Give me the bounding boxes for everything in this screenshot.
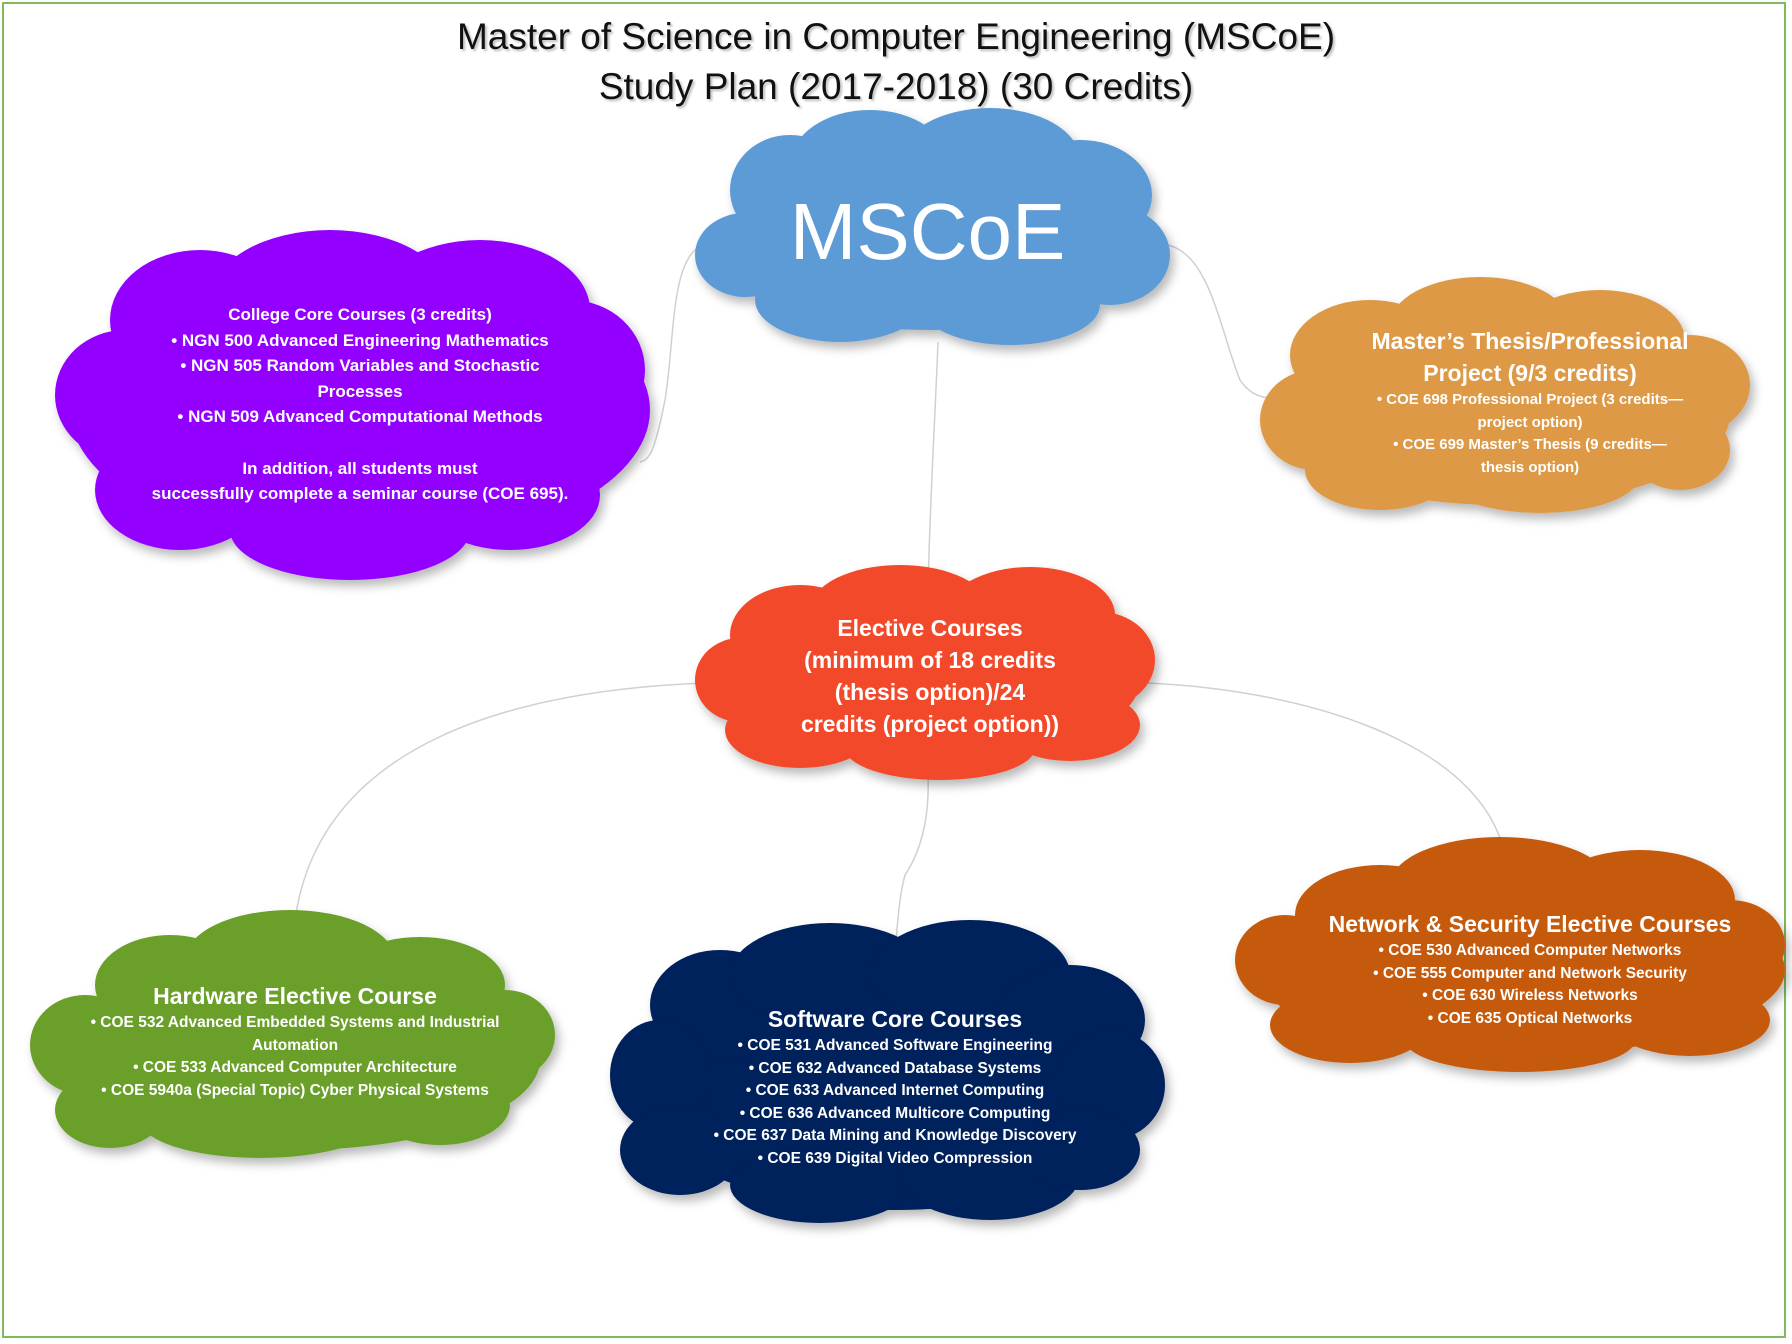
elective-line: credits (project option)) bbox=[800, 711, 1060, 737]
software-cloud bbox=[610, 920, 1165, 1223]
diagram-title-line2: Study Plan (2017-2018) (30 Credits) bbox=[598, 66, 1194, 107]
diagram-title-line1: Master of Science in Computer Engineerin… bbox=[456, 16, 1336, 57]
elective-cloud bbox=[695, 565, 1155, 780]
software-text: Software Core Courses • COE 531 Advanced… bbox=[660, 1003, 1130, 1170]
network-item: • COE 630 Wireless Networks bbox=[1422, 987, 1638, 1004]
software-item: • COE 636 Advanced Multicore Computing bbox=[739, 1104, 1051, 1122]
college-core-spacer bbox=[110, 430, 610, 456]
college-core-item: Processes bbox=[317, 381, 403, 401]
hardware-cloud-shape bbox=[30, 910, 555, 1158]
network-cloud-shape bbox=[1235, 837, 1785, 1072]
network-text: Network & Security Elective Courses • CO… bbox=[1290, 908, 1770, 1030]
thesis-cloud-shape bbox=[1260, 277, 1750, 513]
software-heading: Software Core Courses bbox=[767, 1006, 1023, 1032]
elective-cloud-shape bbox=[695, 565, 1155, 780]
connector-mscoe-elective bbox=[927, 341, 939, 591]
network-cloud bbox=[1235, 837, 1785, 1072]
thesis-item: project option) bbox=[1477, 413, 1583, 431]
network-item: • COE 555 Computer and Network Security bbox=[1373, 964, 1687, 982]
college-core-heading: College Core Courses (3 credits) bbox=[228, 305, 492, 324]
mscoe-cloud-shape bbox=[695, 108, 1170, 345]
connector-mscoe-college bbox=[639, 244, 703, 463]
college-core-cloud-shape bbox=[55, 230, 650, 580]
mscoe-cloud bbox=[695, 108, 1170, 345]
connector-mscoe-thesis bbox=[1167, 244, 1273, 399]
network-heading: Network & Security Elective Courses bbox=[1328, 911, 1732, 937]
thesis-heading-line1: Master’s Thesis/Professional bbox=[1371, 328, 1689, 354]
connector-lines bbox=[294, 244, 1506, 963]
elective-text: Elective Courses (minimum of 18 credits … bbox=[700, 612, 1160, 740]
software-cloud-shape bbox=[610, 920, 1165, 1223]
software-item: • COE 531 Advanced Software Engineering bbox=[737, 1037, 1053, 1054]
connector-elective-network bbox=[1147, 682, 1506, 856]
hardware-item: Automation bbox=[251, 1036, 339, 1054]
hardware-item: • COE 5940a (Special Topic) Cyber Physic… bbox=[101, 1081, 489, 1099]
thesis-item: • COE 699 Master’s Thesis (9 credits— bbox=[1393, 436, 1667, 453]
elective-line: (thesis option)/24 bbox=[834, 679, 1026, 705]
software-item: • COE 632 Advanced Database Systems bbox=[748, 1059, 1042, 1077]
hardware-cloud bbox=[30, 910, 555, 1158]
college-core-item: • NGN 505 Random Variables and Stochasti… bbox=[180, 356, 540, 375]
elective-line: Elective Courses bbox=[837, 615, 1023, 641]
connector-elective-hardware bbox=[294, 682, 706, 921]
college-core-cloud bbox=[55, 230, 650, 580]
network-item: • COE 530 Advanced Computer Networks bbox=[1378, 942, 1682, 959]
thesis-text: Master’s Thesis/Professional Project (9/… bbox=[1300, 325, 1760, 479]
software-item: • COE 633 Advanced Internet Computing bbox=[745, 1082, 1045, 1099]
college-core-note-line1: In addition, all students must bbox=[242, 458, 478, 478]
mscoe-label: MSCoE bbox=[789, 187, 1066, 276]
hardware-item: • COE 533 Advanced Computer Architecture bbox=[133, 1059, 457, 1076]
college-core-item: • NGN 509 Advanced Computational Methods bbox=[177, 407, 543, 426]
college-core-item: • NGN 500 Advanced Engineering Mathemati… bbox=[171, 330, 549, 350]
hardware-text: Hardware Elective Course • COE 532 Advan… bbox=[50, 980, 540, 1102]
thesis-heading-line2: Project (9/3 credits) bbox=[1423, 360, 1637, 386]
thesis-item: • COE 698 Professional Project (3 credit… bbox=[1376, 391, 1684, 408]
college-core-text: College Core Courses (3 credits) • NGN 5… bbox=[110, 302, 610, 507]
software-item: • COE 639 Digital Video Compression bbox=[757, 1149, 1033, 1167]
thesis-cloud bbox=[1260, 277, 1750, 513]
hardware-item: • COE 532 Advanced Embedded Systems and … bbox=[90, 1014, 500, 1031]
software-item: • COE 637 Data Mining and Knowledge Disc… bbox=[713, 1127, 1077, 1144]
elective-line: (minimum of 18 credits bbox=[804, 647, 1056, 673]
college-core-note-line2: successfully complete a seminar course (… bbox=[151, 484, 569, 503]
network-item: • COE 635 Optical Networks bbox=[1427, 1009, 1633, 1027]
thesis-item: thesis option) bbox=[1480, 458, 1580, 476]
hardware-heading: Hardware Elective Course bbox=[153, 983, 437, 1009]
